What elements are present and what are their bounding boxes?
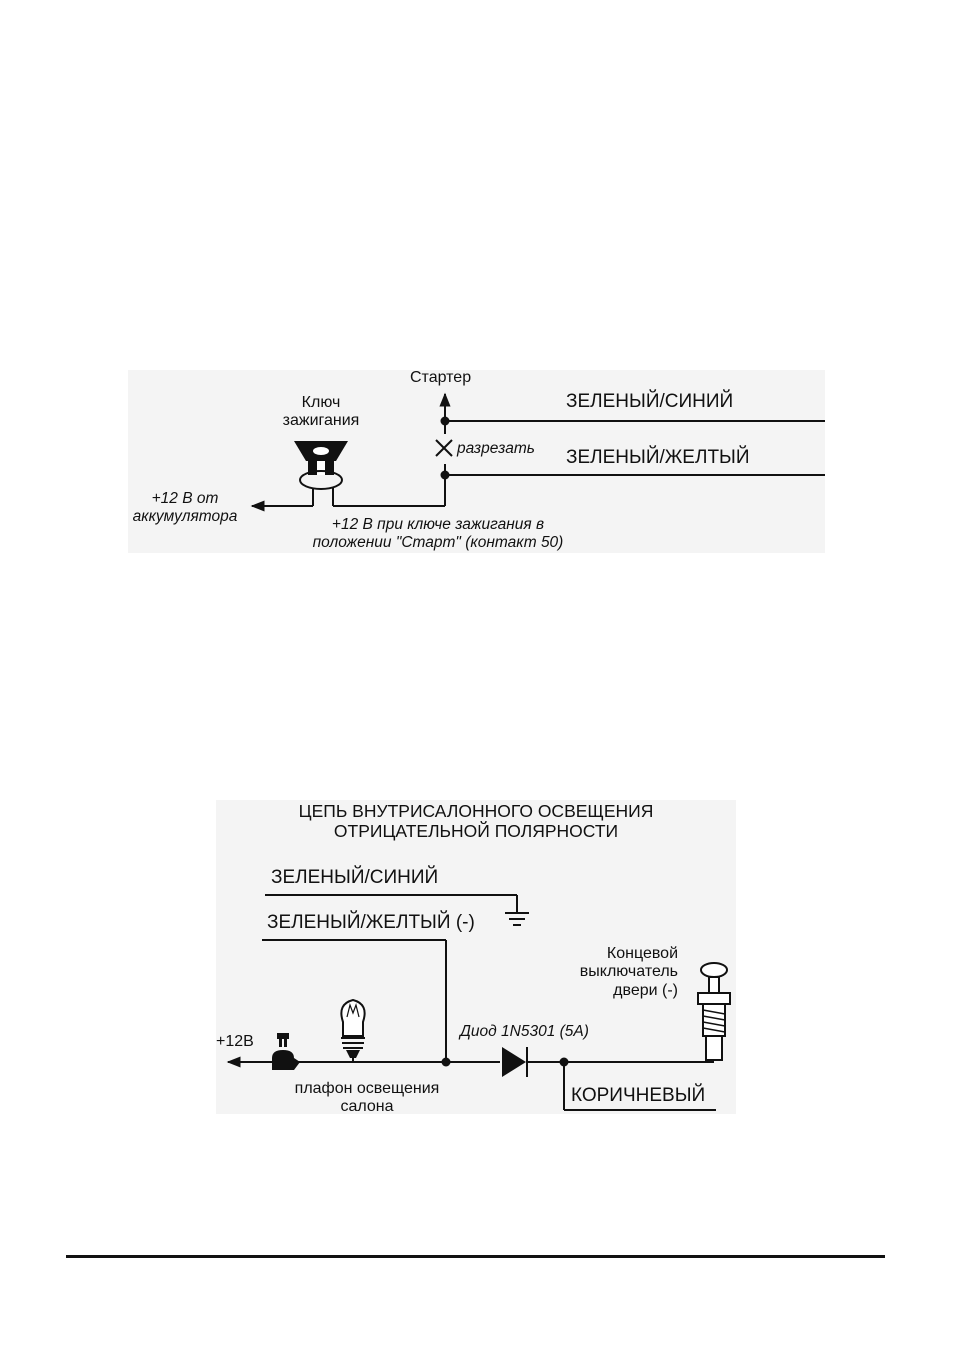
battery-note: +12 В от аккумулятора <box>132 490 238 525</box>
cut-mark-icon <box>435 439 453 457</box>
lamp-bulb-icon <box>340 998 366 1062</box>
ground-icon <box>505 912 529 926</box>
diode-label: Диод 1N5301 (5А) <box>460 1023 589 1040</box>
door-switch-icon <box>697 962 731 1061</box>
fuse-icon <box>272 1033 300 1070</box>
green-blue-wire-label: ЗЕЛЕНЫЙ/СИНИЙ <box>566 391 734 412</box>
junction-dot-lamp <box>441 1057 451 1067</box>
plus12-label: +12В <box>216 1033 254 1050</box>
start-position-note: +12 В при ключе зажигания в положении "С… <box>312 516 564 551</box>
starter-label: Стартер <box>410 369 472 386</box>
diagram-starter-panel <box>128 370 825 553</box>
brown-wire-label: КОРИЧНЕВЫЙ <box>571 1085 706 1106</box>
footer-rule <box>66 1255 885 1258</box>
interior-light-title: ЦЕПЬ ВНУТРИСАЛОННОГО ОСВЕЩЕНИЯ ОТРИЦАТЕЛ… <box>298 801 654 842</box>
green-yellow-wire-label-2: ЗЕЛЕНЫЙ/ЖЕЛТЫЙ (-) <box>267 912 475 933</box>
green-yellow-wire-label: ЗЕЛЕНЫЙ/ЖЕЛТЫЙ <box>566 447 750 468</box>
diode-icon <box>502 1047 528 1077</box>
lamp-label: плафон освещения салона <box>294 1080 440 1116</box>
ignition-key-label: Ключ зажигания <box>282 394 360 430</box>
cut-note: разрезать <box>457 440 535 457</box>
door-switch-label: Концевой выключатель двери (-) <box>579 945 678 999</box>
green-blue-wire-label-2: ЗЕЛЕНЫЙ/СИНИЙ <box>271 867 439 888</box>
ignition-key-icon <box>294 441 348 490</box>
starter-circuit <box>250 392 825 512</box>
interior-light-circuit <box>226 894 731 1111</box>
